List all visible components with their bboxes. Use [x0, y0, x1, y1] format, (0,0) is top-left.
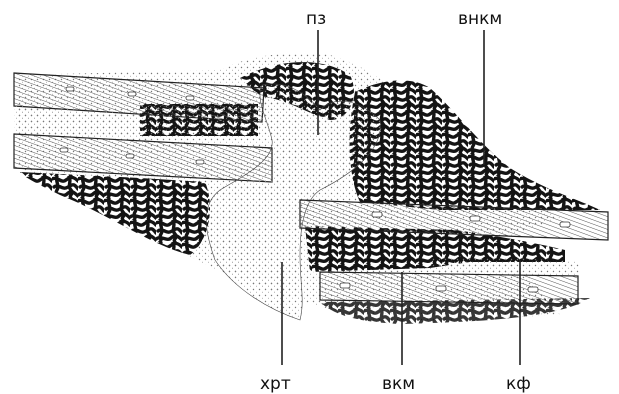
external-callus-upper-right	[350, 80, 600, 210]
label-vnkm: внкм	[458, 9, 502, 29]
label-pz: пз	[306, 9, 326, 29]
right-cortex-lower	[320, 272, 578, 304]
left-fragment	[14, 73, 272, 182]
label-kf: кф	[506, 374, 531, 394]
external-callus-left	[20, 172, 210, 255]
label-vkm: вкм	[382, 374, 415, 394]
label-hrt: хрт	[260, 374, 291, 394]
